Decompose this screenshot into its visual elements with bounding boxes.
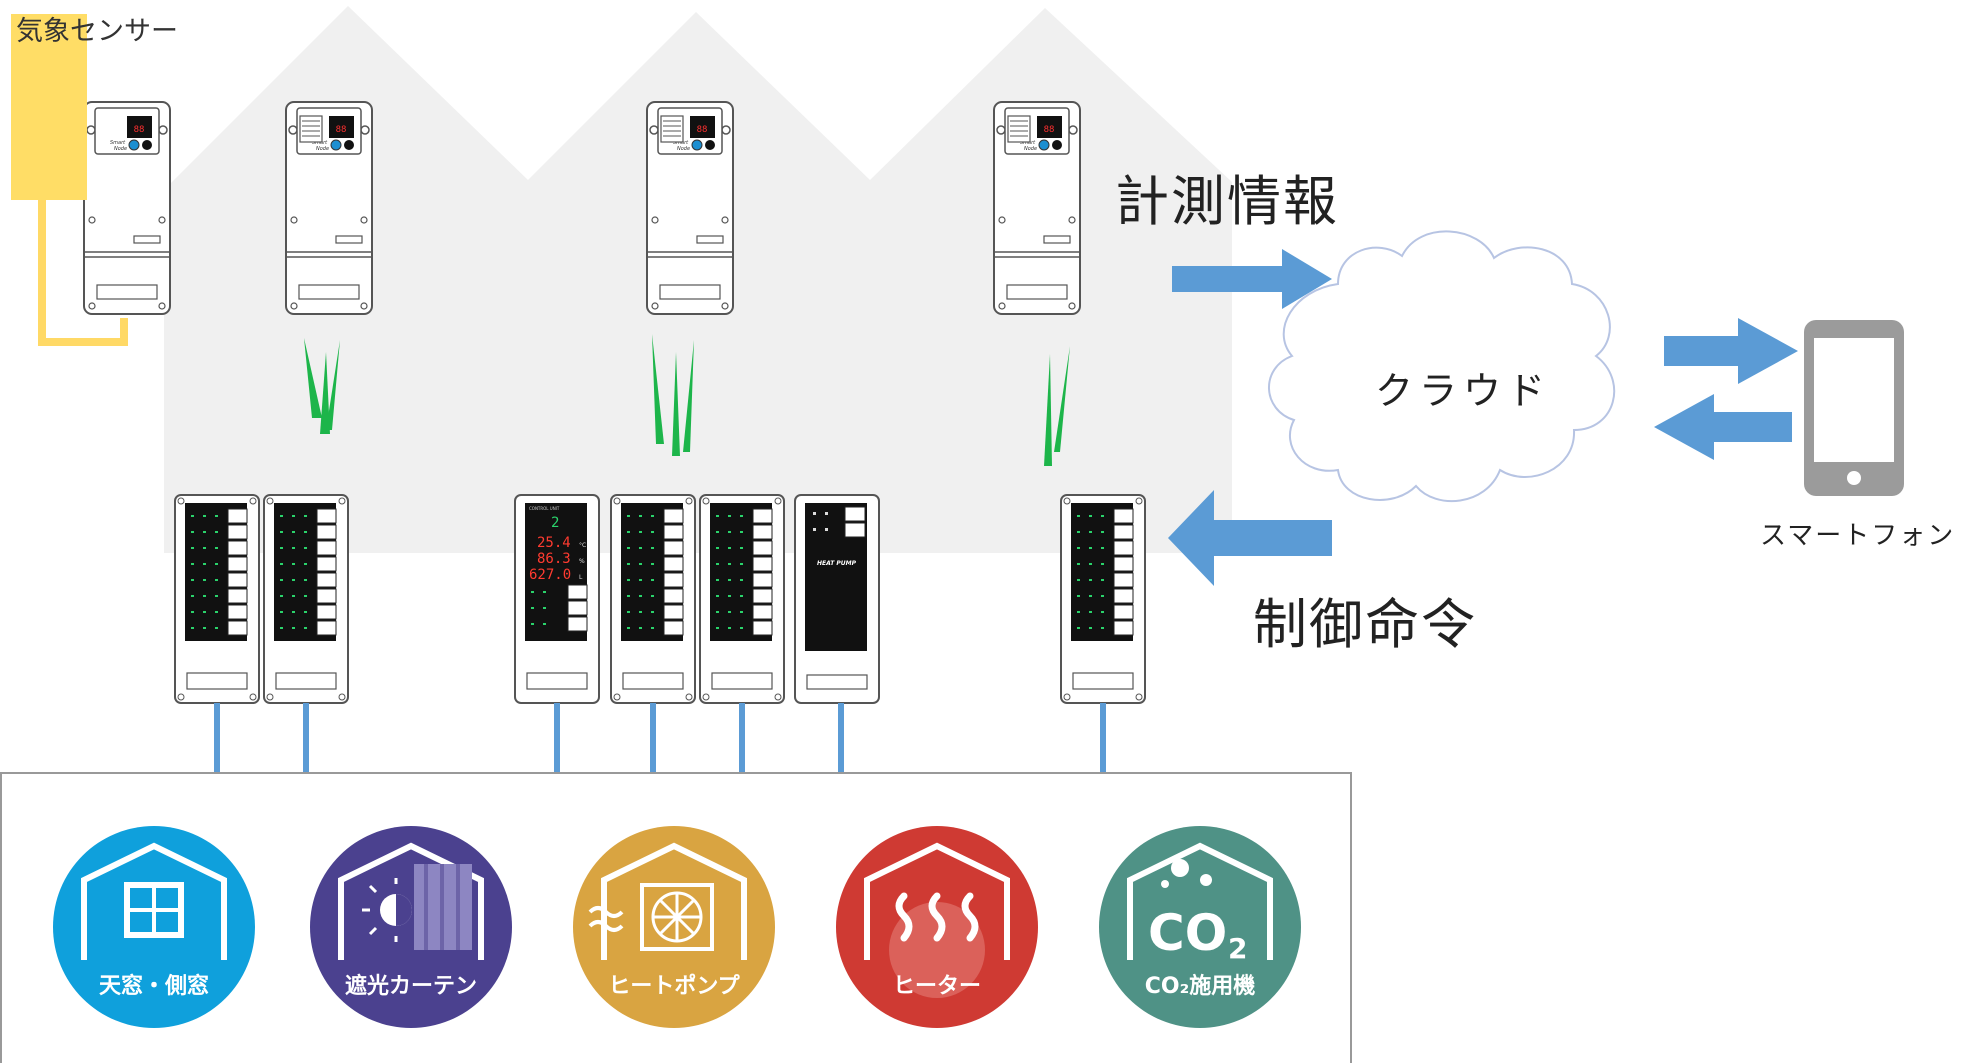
control-command-label: 制御命令 [1253,593,1477,656]
co2-icon: CO 2 [1148,859,1247,965]
plant-icon [1044,346,1070,466]
sensor-node-3 [646,101,734,315]
cloud-shape [1268,230,1616,502]
plant-icon [652,334,694,456]
equipment-label-co2: CO₂施用機 [1144,974,1256,999]
relay-panel-3 [610,494,696,704]
equipment-label-curtain: 遮光カーテン [344,974,477,999]
environment-controller: CONTROL UNIT 2 25.4 °C 86.3 % 627.0 L [514,494,600,704]
weather-sensor-label: 気象センサー [16,16,178,47]
relay-panel-5 [1060,494,1146,704]
sensor-node-1 [83,101,171,315]
svg-text:HEAT PUMP: HEAT PUMP [817,560,857,567]
svg-text:CO: CO [1148,904,1227,962]
svg-text:2: 2 [1228,932,1247,965]
cloud-label: クラウド [1375,369,1552,413]
equipment-window [53,826,255,1028]
curtain-icon [362,864,472,950]
measurement-info-label: 計測情報 [1115,170,1339,233]
svg-text:2: 2 [551,515,559,531]
sensor-node-2 [285,101,373,315]
svg-text:86.3: 86.3 [537,551,571,567]
equipment-co2: CO 2 [1099,826,1301,1028]
svg-text:°C: °C [579,542,586,549]
weather-sensor-label-box [11,14,87,200]
heat-pump-panel: HEAT PUMP [794,494,880,704]
heater-icon [895,892,979,942]
equipment-heat-pump [573,826,775,1028]
svg-text:L: L [579,574,583,581]
relay-panel-2 [263,494,349,704]
svg-text:%: % [579,558,585,565]
equipment-label-heat-pump: ヒートポンプ [608,974,740,999]
relay-panel-1 [174,494,260,704]
svg-text:627.0: 627.0 [529,567,571,583]
sensor-node-4 [993,101,1081,315]
smartphone-label: スマートフォン [1760,521,1956,551]
control-arrow [1168,490,1332,586]
svg-text:25.4: 25.4 [537,535,571,551]
equipment-label-window: 天窓・側窓 [98,974,209,999]
plant-icon [304,338,340,434]
window-icon [124,882,184,938]
relay-panel-4 [699,494,785,704]
equipment-label-heater: ヒーター [892,974,981,999]
svg-text:CONTROL UNIT: CONTROL UNIT [529,506,560,511]
cloud-to-phone-arrow [1664,318,1798,384]
smartphone-icon [1804,320,1904,496]
equipment-curtain [310,826,512,1028]
phone-to-cloud-arrow [1654,394,1792,460]
sensor-wire [38,200,128,346]
fan-icon [588,883,714,951]
equipment-wires [214,703,1106,772]
equipment-heater [836,826,1038,1028]
